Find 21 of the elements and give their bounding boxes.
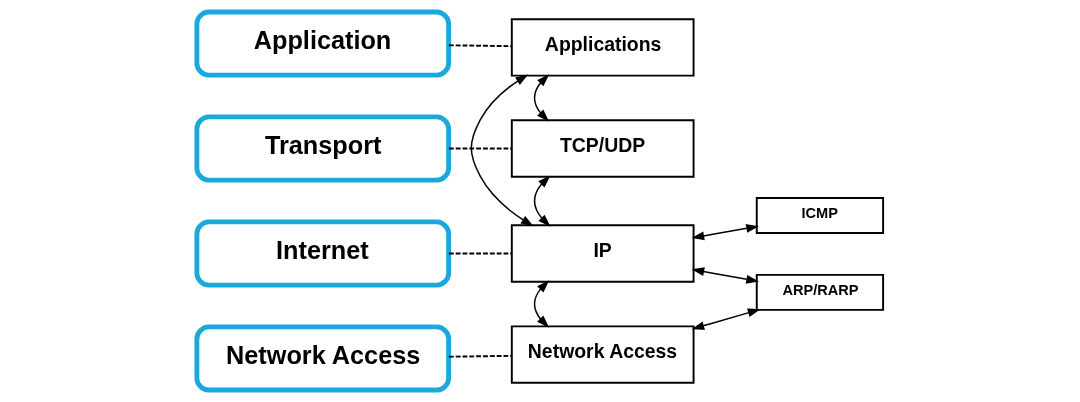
arrow — [691, 308, 761, 330]
arrow — [533, 74, 550, 122]
node-box: TCP/UDP — [510, 119, 695, 178]
connector — [447, 44, 513, 48]
arrow — [691, 267, 759, 284]
arrow — [533, 175, 551, 227]
arrow — [533, 280, 550, 328]
connector — [447, 147, 513, 150]
node-box: Internet — [194, 219, 452, 288]
node-box: Network Access — [510, 325, 695, 384]
arrow — [691, 224, 759, 241]
node-box: Applications — [510, 18, 695, 77]
connector — [447, 252, 513, 255]
node-box: Network Access — [194, 324, 452, 393]
node-box: IP — [510, 224, 695, 283]
node-box: ARP/RARP — [755, 273, 885, 311]
node-box: Application — [194, 9, 452, 78]
node-box: Transport — [194, 114, 452, 183]
node-box: ICMP — [755, 197, 885, 235]
connector — [447, 354, 513, 358]
arrow — [470, 74, 534, 227]
